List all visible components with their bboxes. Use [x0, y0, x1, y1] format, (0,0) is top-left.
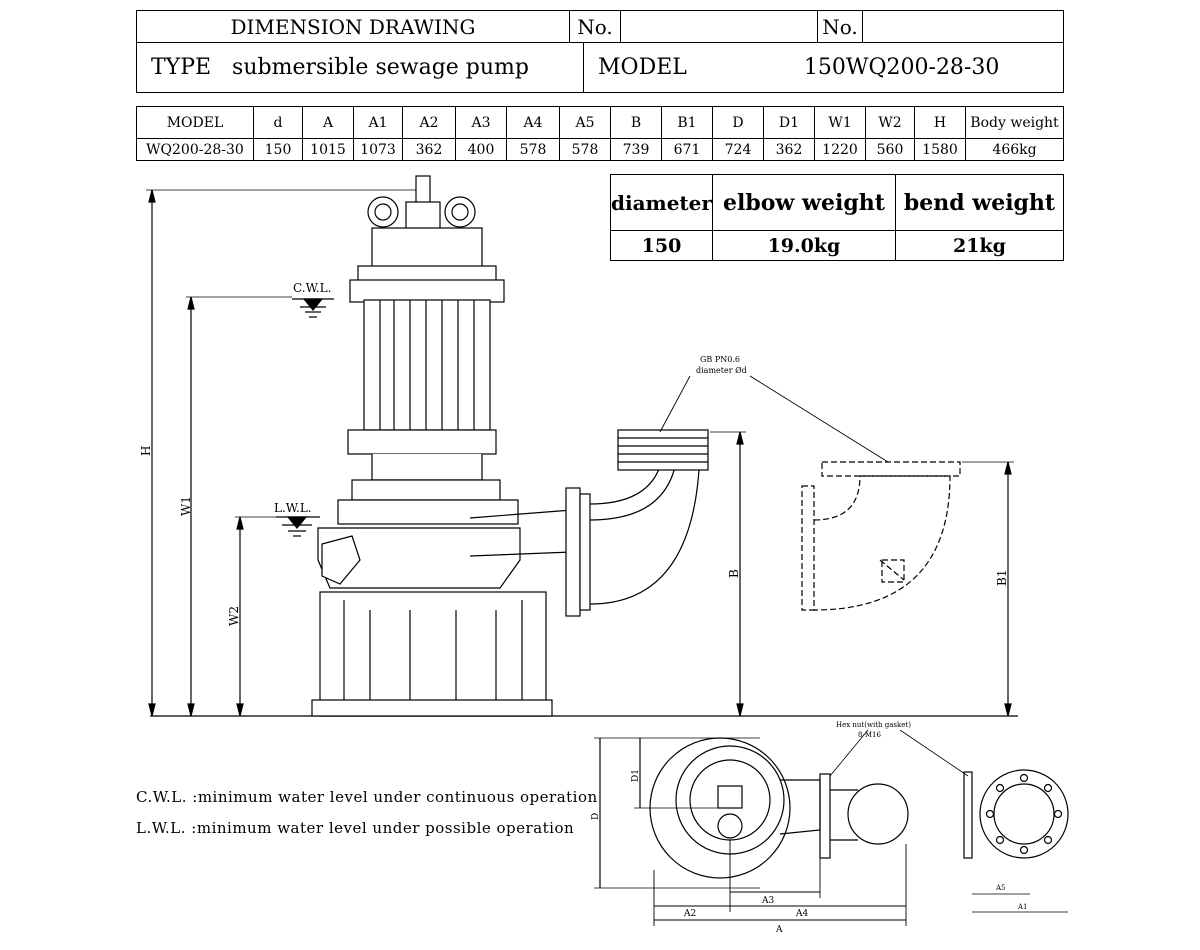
- dim-b-line: [710, 431, 746, 717]
- spec-val-d-outer: 724: [712, 138, 764, 161]
- label-dim-a: A: [775, 925, 783, 935]
- pump-body: [311, 175, 573, 717]
- spec-col-body-weight: Body weight: [965, 106, 1064, 139]
- label-flange-note-1: GB PN0.6: [700, 355, 740, 364]
- model-value: 150WQ200-28-30: [803, 55, 1000, 80]
- label-dim-d: D: [591, 813, 601, 820]
- spec-col-b1: B1: [661, 106, 713, 139]
- spec-val-a4: 578: [506, 138, 560, 161]
- spec-col-d1: D1: [763, 106, 815, 139]
- dim-d1-line: [634, 738, 720, 809]
- label-dim-a3: A3: [761, 896, 774, 906]
- discharge-elbow: [565, 429, 709, 617]
- label-flange-note-2: diameter Ød: [696, 366, 747, 375]
- drawing-title: DIMENSION DRAWING: [136, 10, 570, 43]
- spec-header-row: MODEL d A A1 A2 A3 A4 A5 B B1 D D1 W1 W2…: [136, 106, 1064, 139]
- spec-val-h: 1580: [914, 138, 966, 161]
- type-value: submersible sewage pump: [232, 55, 529, 80]
- dim-b1-line: [962, 461, 1014, 717]
- outlet-flange-view: [963, 769, 1069, 913]
- weight-val-diameter: 150: [610, 230, 713, 261]
- label-dim-a2: A2: [683, 909, 696, 919]
- spec-table: MODEL d A A1 A2 A3 A4 A5 B B1 D D1 W1 W2…: [136, 106, 1064, 161]
- spec-val-model: WQ200-28-30: [136, 138, 254, 161]
- spec-val-a: 1015: [302, 138, 354, 161]
- spec-col-h: H: [914, 106, 966, 139]
- weight-header-diameter: diameter: [610, 174, 713, 231]
- spec-col-w1: W1: [814, 106, 866, 139]
- header-table: DIMENSION DRAWING No. No.: [136, 10, 1064, 43]
- dim-w1-line: [186, 296, 292, 717]
- spec-val-a3: 400: [455, 138, 507, 161]
- type-cell: TYPE submersible sewage pump: [136, 42, 584, 93]
- bend-side-view: [801, 461, 961, 611]
- spec-col-a2: A2: [402, 106, 456, 139]
- weight-table: diameter elbow weight bend weight 150 19…: [610, 174, 1065, 261]
- weight-val-bend: 21kg: [894, 230, 1065, 261]
- bolt-leader: [829, 729, 969, 777]
- type-label: TYPE: [151, 55, 212, 80]
- flange-leader: [659, 375, 889, 463]
- no-value-2: [862, 10, 1064, 43]
- spec-val-d1: 362: [763, 138, 815, 161]
- label-cwl: C.W.L.: [293, 281, 331, 295]
- spec-val-b: 739: [610, 138, 662, 161]
- type-model-table: TYPE submersible sewage pump MODEL 150WQ…: [136, 42, 1064, 93]
- spec-col-d: d: [253, 106, 303, 139]
- spec-val-a1: 1073: [353, 138, 403, 161]
- cwl-note: C.W.L. :minimum water level under contin…: [136, 788, 598, 806]
- cwl-water-symbol: [292, 298, 334, 318]
- spec-value-row: WQ200-28-30 150 1015 1073 362 400 578 57…: [136, 138, 1064, 161]
- label-lwl: L.W.L.: [274, 501, 312, 515]
- spec-val-w1: 1220: [814, 138, 866, 161]
- label-dim-a1: A1: [1017, 903, 1028, 911]
- dim-h-line: [146, 189, 420, 717]
- label-dim-d1: D1: [631, 769, 641, 782]
- model-label: MODEL: [598, 55, 687, 80]
- dim-d-line: [594, 737, 760, 889]
- spec-val-body-weight: 466kg: [965, 138, 1064, 161]
- label-dim-w2: W2: [227, 606, 241, 626]
- spec-val-a2: 362: [402, 138, 456, 161]
- dim-w2-line: [235, 516, 276, 717]
- label-dim-b1: B1: [995, 570, 1009, 586]
- dim-a-lines: [653, 840, 907, 926]
- spec-col-w2: W2: [865, 106, 915, 139]
- label-dim-w1: W1: [179, 496, 193, 516]
- model-cell: MODEL 150WQ200-28-30: [583, 42, 1064, 93]
- spec-col-a: A: [302, 106, 354, 139]
- lwl-note: L.W.L. :minimum water level under possib…: [136, 819, 575, 837]
- label-bolt-note-2: 8-M16: [858, 731, 881, 739]
- spec-val-b1: 671: [661, 138, 713, 161]
- label-dim-h: H: [139, 446, 153, 456]
- weight-header-bend: bend weight: [894, 174, 1065, 231]
- spec-col-a4: A4: [506, 106, 560, 139]
- no-label-2: No.: [817, 10, 863, 43]
- lwl-water-symbol: [276, 516, 320, 537]
- weight-val-elbow: 19.0kg: [711, 230, 896, 261]
- label-bolt-note-1: Hex nut(with gasket): [836, 721, 911, 729]
- spec-val-w2: 560: [865, 138, 915, 161]
- spec-col-a3: A3: [455, 106, 507, 139]
- spec-col-a1: A1: [353, 106, 403, 139]
- no-label-1: No.: [569, 10, 621, 43]
- label-dim-a4: A4: [795, 909, 808, 919]
- label-dim-a5: A5: [995, 884, 1006, 892]
- spec-col-a5: A5: [559, 106, 611, 139]
- label-dim-b: B: [727, 569, 741, 578]
